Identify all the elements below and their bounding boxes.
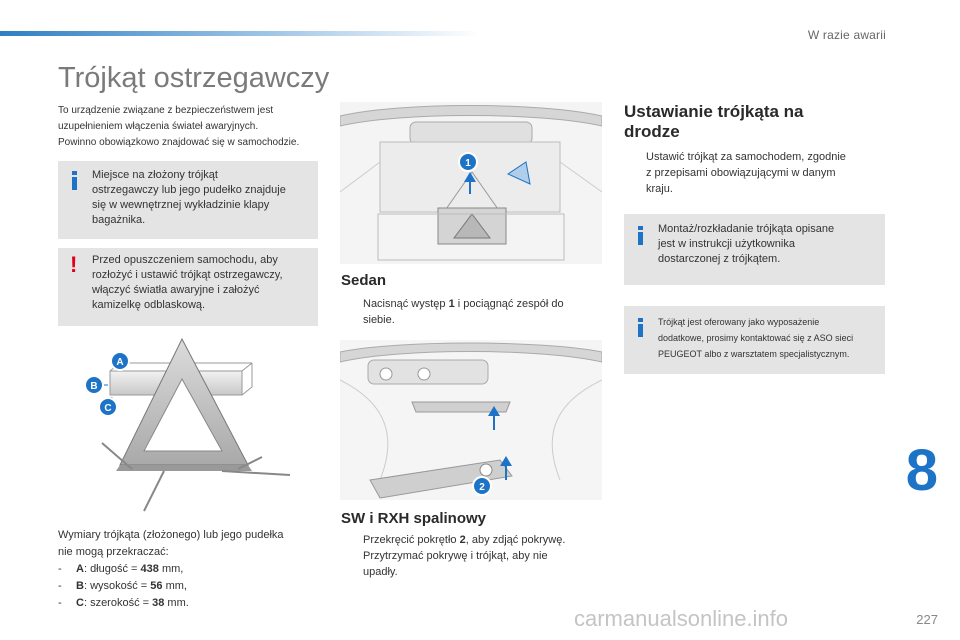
dimension-item-a: -A: długość = 438 mm, xyxy=(58,563,184,575)
info-text-line: Miejsce na złożony trójkąt xyxy=(92,169,218,181)
warning-icon: ! xyxy=(70,252,78,277)
dimension-item-c: -C: szerokość = 38 mm. xyxy=(58,597,189,609)
intro-line: Powinno obowiązkowo znajdować się w samo… xyxy=(58,137,300,148)
info-box-instructions: Montaż/rozkładanie trójkąta opisane jest… xyxy=(624,214,885,285)
sedan-bullet: Nacisnąć występ 1 i pociągnąć zespół do … xyxy=(363,298,564,326)
callout-c-label: C xyxy=(104,403,111,414)
info-text-line: PEUGEOT albo z warsztatem specjalistyczn… xyxy=(658,349,850,359)
intro-text: To urządzenie związane z bezpieczeństwem… xyxy=(58,103,328,151)
header-accent-bar xyxy=(0,31,480,36)
dimension-item-b: -B: wysokość = 56 mm, xyxy=(58,580,187,592)
warning-text-line: włączyć światła awaryjne i założyć xyxy=(92,284,260,296)
info-box-accessory: Trójkąt jest oferowany jako wyposażenie … xyxy=(624,306,885,374)
sw-bullet-1: Przekręcić pokrętło 2, aby zdjąć pokrywę… xyxy=(363,534,566,546)
info-text-line: dostarczonej z trójkątem. xyxy=(658,253,781,265)
callout-a: A xyxy=(110,351,130,371)
info-text-line: Trójkąt jest oferowany jako wyposażenie xyxy=(658,317,820,327)
info-text-line: jest w instrukcji użytkownika xyxy=(658,238,795,250)
dimensions-line: nie mogą przekraczać: xyxy=(58,546,169,558)
warning-box: ! Przed opuszczeniem samochodu, aby rozł… xyxy=(58,248,318,326)
callout-2-label: 2 xyxy=(479,482,485,493)
intro-line: To urządzenie związane z bezpieczeństwem… xyxy=(58,105,274,116)
section-title: W razie awarii xyxy=(807,28,886,42)
info-icon xyxy=(638,318,643,337)
info-text-line: Montaż/rozkładanie trójkąta opisane xyxy=(658,223,835,235)
intro-line: uzupełnieniem włączenia świateł awaryjny… xyxy=(58,121,259,132)
callout-1-label: 1 xyxy=(465,158,471,169)
sedan-trunk-illustration: 1 xyxy=(340,102,602,264)
watermark: carmanualsonline.info xyxy=(574,606,789,631)
info-text-line: ostrzegawczy lub jego pudełko znajduje xyxy=(92,184,286,196)
warning-text-line: Przed opuszczeniem samochodu, aby xyxy=(92,254,278,266)
info-text-line: się w wewnętrznej wykładzinie klapy xyxy=(92,199,270,211)
sw-heading: SW i RXH spalinowy xyxy=(341,510,487,527)
info-icon xyxy=(72,171,77,190)
warning-text-line: rozłożyć i ustawić trójkąt ostrzegawczy, xyxy=(92,269,283,281)
sw-bullet-2: Przytrzymać pokrywę i trójkąt, aby nie u… xyxy=(363,550,548,578)
dimensions-text: Wymiary trójkąta (złożonego) lub jego pu… xyxy=(58,527,328,612)
road-bullet: Ustawić trójkąt za samochodem, zgodnie z… xyxy=(646,151,846,195)
road-heading: Ustawianie trójkąta na drodze xyxy=(624,102,804,141)
dimensions-line: Wymiary trójkąta (złożonego) lub jego pu… xyxy=(58,529,284,541)
sw-trunk-illustration: 2 xyxy=(340,340,602,500)
warning-text-line: kamizelkę odblaskową. xyxy=(92,299,206,311)
chapter-number: 8 xyxy=(905,438,938,503)
info-icon xyxy=(638,226,643,245)
callout-b-label: B xyxy=(90,381,97,392)
callout-1: 1 xyxy=(458,152,478,172)
sedan-heading: Sedan xyxy=(341,272,387,289)
callout-a-label: A xyxy=(116,357,123,368)
info-box-storage: Miejsce na złożony trójkąt ostrzegawczy … xyxy=(58,161,318,239)
page-title: Trójkąt ostrzegawczy xyxy=(58,62,330,94)
warning-triangle-illustration: A B C xyxy=(84,337,291,512)
callout-c: C xyxy=(98,397,118,417)
callout-b: B xyxy=(84,375,104,395)
page-number: 227 xyxy=(916,612,938,627)
callout-2: 2 xyxy=(472,476,492,496)
info-text-line: dodatkowe, prosimy kontaktować się z ASO… xyxy=(658,333,854,343)
info-text-line: bagażnika. xyxy=(92,214,146,226)
